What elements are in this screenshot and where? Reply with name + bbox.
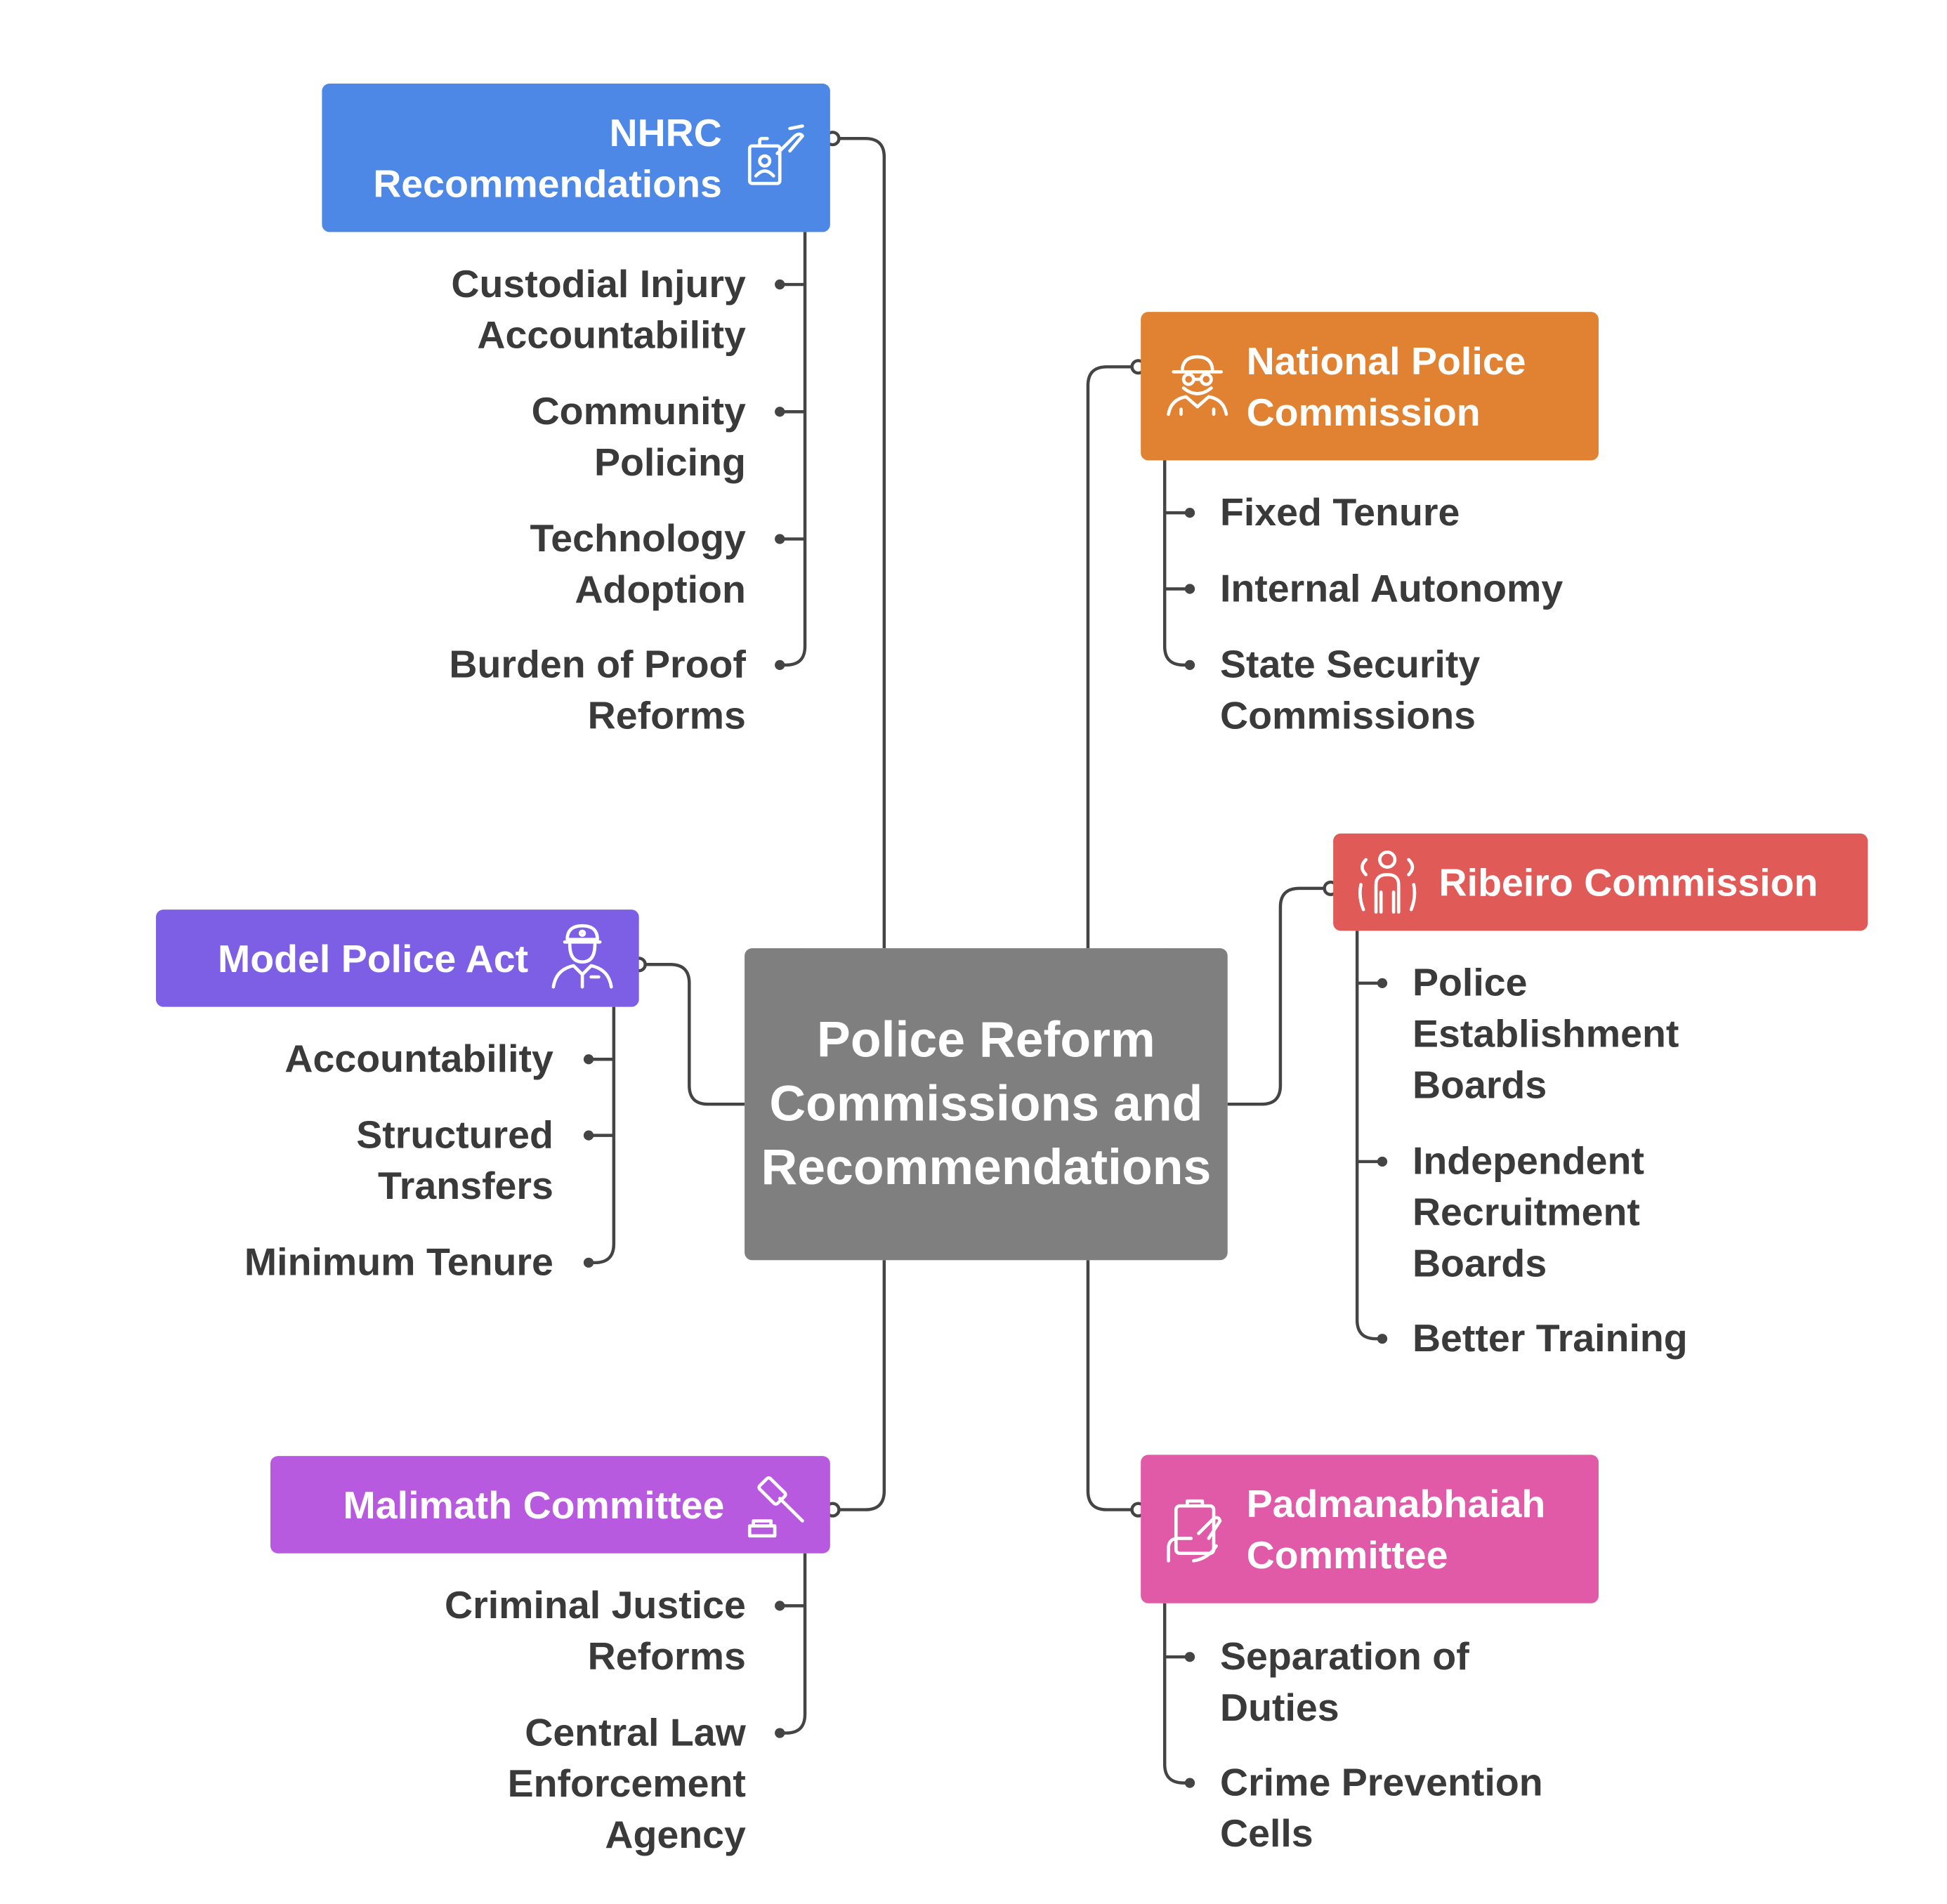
connector-center-padma [1086, 1260, 1139, 1511]
branch-ribeiro-title: Ribeiro Commission [1438, 860, 1818, 905]
branch-malimath-title: Malimath Committee [343, 1483, 725, 1527]
item-line: Accountability [284, 1037, 553, 1081]
central-topic-line-3: Recommendations [761, 1139, 1212, 1195]
mpa-item-minimum-tenure: Minimum Tenure [244, 1237, 553, 1288]
branch-npc-title-line-1: National Police [1246, 339, 1526, 383]
item-line: Adoption [575, 567, 746, 612]
npc-item-internal-autonomy: Internal Autonomy [1220, 563, 1563, 614]
item-line: Custodial Injury [451, 262, 746, 306]
item-line: Cells [1219, 1811, 1313, 1856]
connector-npc-ticks [1165, 511, 1191, 591]
mpa-item-accountability: Accountability [284, 1033, 553, 1084]
item-line: Boards [1412, 1241, 1547, 1285]
mpa-item-structured-transfers: Structured Transfers [356, 1109, 553, 1212]
item-line: Separation of [1219, 1634, 1469, 1679]
nhrc-item-technology-adoption: Technology Adoption [530, 513, 746, 615]
item-line: Reforms [587, 1634, 746, 1679]
item-line: Technology [530, 516, 746, 560]
branch-malimath-committee[interactable]: Malimath Committee [270, 1456, 830, 1554]
item-line: Duties [1219, 1686, 1339, 1730]
item-line: Recruitment [1412, 1190, 1640, 1234]
clipboard-hand-icon [1167, 1499, 1222, 1563]
branch-npc-title-line-2: Commission [1246, 390, 1481, 434]
branch-ribeiro-commission[interactable]: Ribeiro Commission [1333, 833, 1868, 931]
item-line: Burden of Proof [449, 642, 746, 687]
central-topic-line-1: Police Reform [817, 1012, 1155, 1068]
item-line: Central Law [525, 1710, 746, 1754]
item-line: Policing [594, 440, 746, 485]
connector-center-nhrc [832, 136, 886, 949]
branch-padma-title-line-2: Committee [1246, 1532, 1448, 1577]
id-card-hand-icon [747, 124, 804, 185]
gavel-icon [747, 1476, 804, 1538]
npc-item-state-security-commissions: State Security Commissions [1220, 639, 1480, 742]
item-line: Internal Autonomy [1219, 566, 1563, 610]
connector-center-npc [1086, 365, 1139, 949]
ribeiro-item-police-establishment-boards: Police Establishment Boards [1412, 957, 1679, 1111]
nhrc-item-custodial-injury-accountability: Custodial Injury Accountability [451, 258, 745, 361]
item-line: Establishment [1412, 1011, 1679, 1056]
ribeiro-item-independent-recruitment-boards: Independent Recruitment Boards [1412, 1136, 1644, 1289]
nhrc-item-burden-of-proof-reforms: Burden of Proof Reforms [449, 639, 745, 742]
branch-nhrc-recommendations[interactable]: NHRC Recommendations [322, 84, 830, 232]
item-line: Better Training [1412, 1316, 1688, 1360]
item-line: Fixed Tenure [1219, 490, 1460, 534]
connector-nhrc-spine [780, 232, 807, 667]
branch-nhrc-title-line-2: Recommendations [373, 162, 722, 206]
police-officer-icon [551, 924, 613, 989]
group-people-icon [1358, 851, 1417, 914]
ribeiro-item-better-training: Better Training [1412, 1313, 1688, 1364]
connector-ribeiro-spine [1355, 931, 1382, 1341]
branch-padma-title-line-1: Padmanabhaiah [1246, 1481, 1546, 1525]
item-line: Independent [1412, 1138, 1644, 1183]
malimath-item-central-law-enforcement-agency: Central Law Enforcement Agency [508, 1707, 746, 1860]
connector-center-ribeiro [1227, 886, 1331, 1106]
detective-icon [1167, 355, 1228, 416]
branch-nhrc-title-line-1: NHRC [609, 110, 722, 155]
item-line: Enforcement [507, 1761, 746, 1806]
branch-national-police-commission[interactable]: National Police Commission [1141, 312, 1599, 461]
item-line: Crime Prevention [1219, 1760, 1543, 1804]
item-line: Boards [1412, 1063, 1547, 1107]
item-line: Community [531, 389, 746, 433]
connector-npc-spine [1162, 460, 1191, 667]
central-topic-line-2: Commissions and [769, 1076, 1203, 1131]
connector-center-malimath [832, 1260, 886, 1511]
malimath-item-criminal-justice-reforms: Criminal Justice Reforms [445, 1580, 746, 1682]
item-line: Commissions [1219, 693, 1476, 737]
item-line: Structured [356, 1112, 553, 1157]
item-line: State Security [1219, 642, 1481, 687]
item-line: Reforms [587, 693, 746, 737]
connector-mpa-spine [589, 1006, 616, 1265]
item-line: Police [1412, 960, 1528, 1005]
item-line: Transfers [377, 1164, 553, 1208]
padma-item-crime-prevention-cells: Crime Prevention Cells [1220, 1757, 1543, 1859]
branch-padmanabhaiah-committee[interactable]: Padmanabhaiah Committee [1141, 1455, 1599, 1603]
branch-model-police-act[interactable]: Model Police Act [156, 910, 639, 1007]
nhrc-item-community-policing: Community Policing [532, 386, 746, 488]
connector-padma-spine [1162, 1603, 1191, 1785]
item-line: Agency [605, 1813, 746, 1857]
central-topic[interactable]: Police Reform Commissions and Recommenda… [745, 948, 1228, 1261]
item-line: Criminal Justice [445, 1583, 746, 1627]
connector-ribeiro-ticks [1357, 981, 1382, 1164]
item-line: Accountability [477, 313, 746, 357]
connector-malimath-spine [780, 1553, 807, 1735]
connector-center-mpa [638, 963, 745, 1106]
item-line: Minimum Tenure [244, 1240, 553, 1285]
connector-mpa-ticks [589, 1058, 614, 1137]
padma-item-separation-of-duties: Separation of Duties [1220, 1631, 1469, 1733]
branch-mpa-title: Model Police Act [217, 936, 529, 980]
npc-item-fixed-tenure: Fixed Tenure [1220, 487, 1460, 538]
